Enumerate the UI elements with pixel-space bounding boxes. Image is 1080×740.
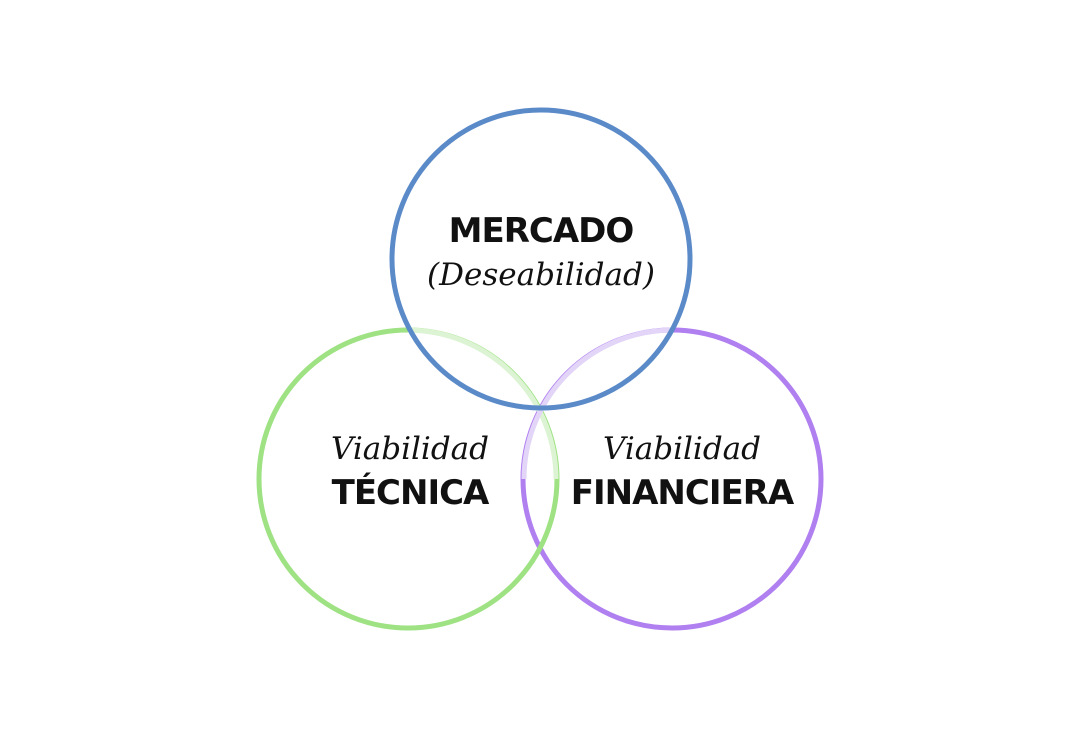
market-circle (389, 107, 693, 411)
technical-prefix: Viabilidad (331, 431, 489, 467)
technical-circle-faded-arc (407, 327, 559, 480)
financial-prefix: Viabilidad (602, 431, 761, 467)
financial-title: FINANCIERA (570, 473, 794, 513)
financial-circle-faded-arc (521, 327, 673, 480)
financial-label: Viabilidad FINANCIERA (570, 427, 794, 515)
technical-label: Viabilidad TÉCNICA (331, 427, 489, 515)
technical-title: TÉCNICA (331, 473, 490, 513)
market-title: MERCADO (448, 211, 635, 251)
market-label: MERCADO (Deseabilidad) (427, 209, 655, 297)
market-subtitle: (Deseabilidad) (427, 257, 655, 293)
